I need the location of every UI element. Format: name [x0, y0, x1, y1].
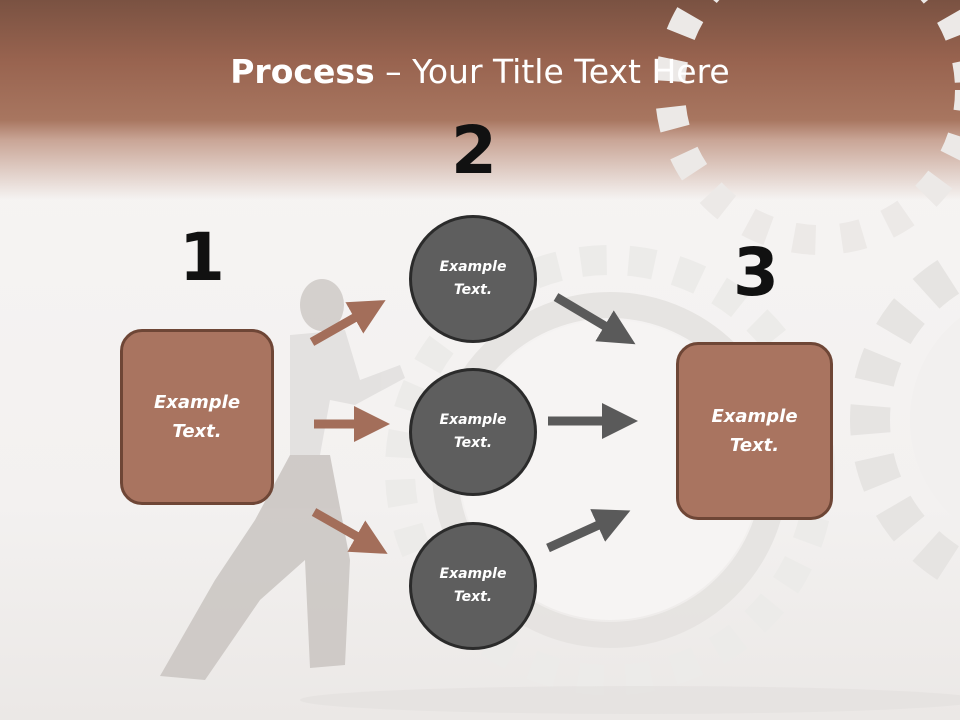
arrow-to-circle-bottom: [311, 508, 388, 554]
title-bold: Process: [230, 52, 375, 91]
arrow-from-circle-bottom: [546, 509, 631, 553]
box-step-3-label: Example Text.: [711, 406, 798, 456]
arrow-from-circle-top: [553, 293, 636, 345]
gear-icon: [850, 247, 960, 593]
header-band: [0, 0, 960, 200]
box-step-1-label: Example Text.: [153, 392, 241, 442]
circle-bottom: Example Text.: [409, 522, 537, 650]
box-step-3: Example Text.: [676, 342, 833, 520]
circle-top-label: Example Text.: [439, 259, 507, 298]
step-number-2: 2: [451, 112, 497, 189]
arrow-to-circle-top: [309, 300, 386, 346]
slide-title: Process – Your Title Text Here: [0, 52, 960, 91]
step-number-1: 1: [179, 219, 225, 296]
circle-bottom-label: Example Text.: [439, 566, 507, 605]
circle-top: Example Text.: [409, 215, 537, 343]
box-step-1: Example Text.: [120, 329, 274, 505]
step-number-3: 3: [733, 234, 779, 311]
circle-middle-label: Example Text.: [439, 412, 507, 451]
title-rest: – Your Title Text Here: [374, 52, 730, 91]
circle-middle: Example Text.: [409, 368, 537, 496]
